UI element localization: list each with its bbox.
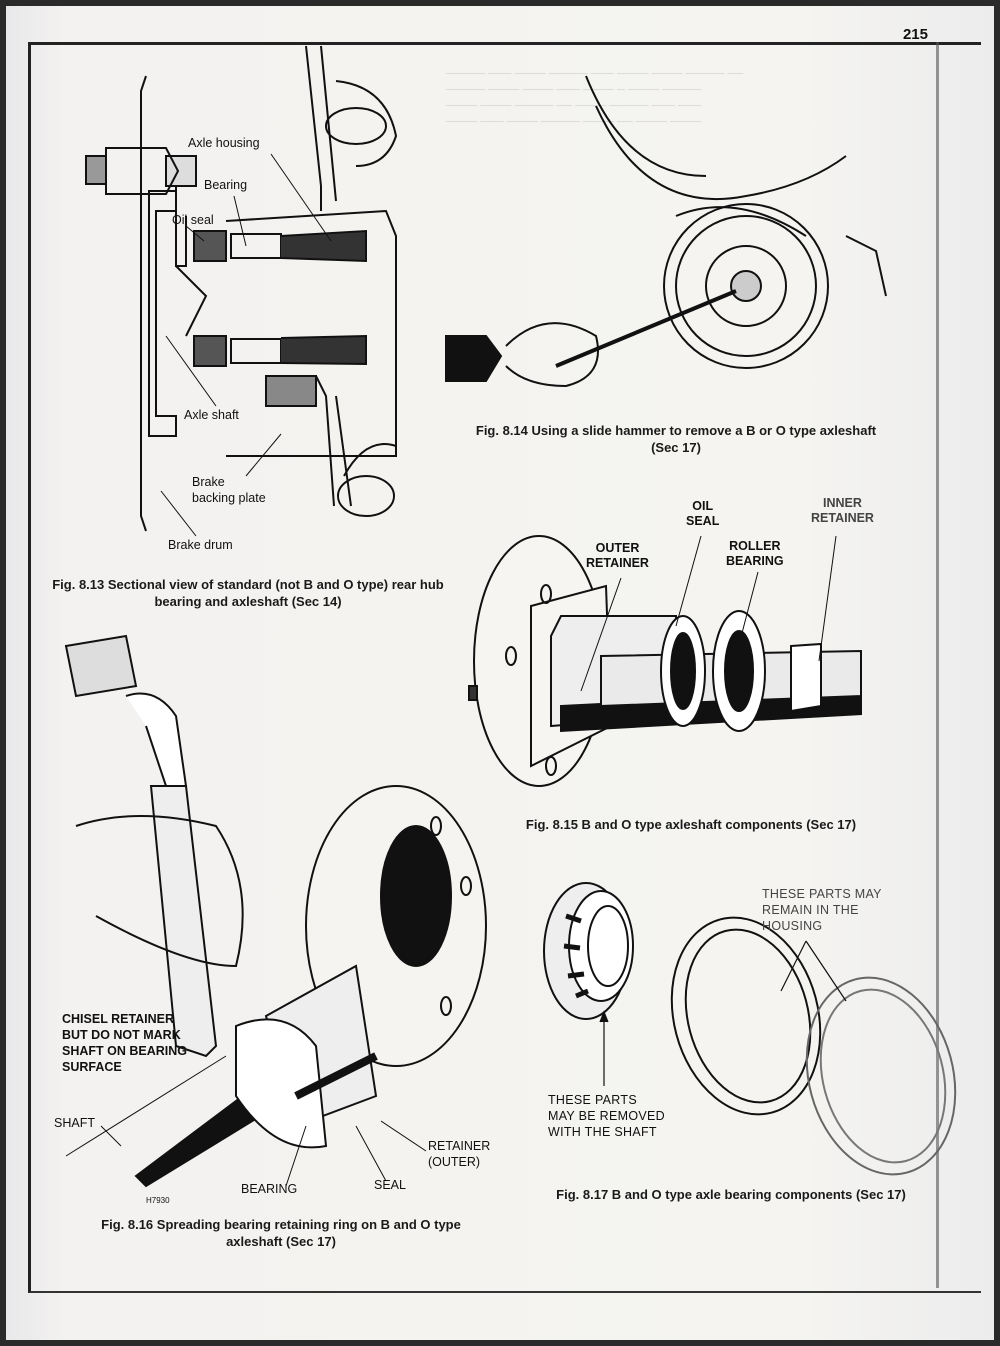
label-shaft: SHAFT	[54, 1116, 95, 1130]
part-number: H7930	[146, 1196, 170, 1205]
label-line: SEAL	[686, 514, 720, 528]
bleed-through-text: ───── ─── ──── ───── ─── ──── ──── ─────…	[446, 68, 744, 128]
sectional-hub-drawing	[85, 45, 398, 537]
figure-8-13: Axle housing Bearing Oil seal Axle shaft…	[66, 36, 446, 576]
label-chisel-retainer: CHISEL RETAINER BUT DO NOT MARK SHAFT ON…	[62, 1011, 187, 1075]
label-line: WITH THE SHAFT	[548, 1125, 657, 1139]
label-line: RETAINER	[428, 1139, 491, 1153]
label-brake-backing-plate-line2: backing plate	[192, 491, 266, 505]
label-brake-drum: Brake drum	[168, 538, 233, 552]
label-retainer-outer: RETAINER (OUTER)	[428, 1138, 490, 1170]
caption-fig-8-13: Fig. 8.13 Sectional view of standard (no…	[28, 576, 468, 610]
manual-page: 215 ───── ─── ──── ───── ─── ──── ──── ─…	[6, 6, 994, 1340]
caption-fig-8-15: Fig. 8.15 B and O type axleshaft compone…	[525, 817, 857, 832]
label-line: SHAFT ON BEARING	[62, 1044, 187, 1058]
page-frame	[28, 42, 981, 1293]
label-line: THESE PARTS MAY	[762, 887, 882, 901]
label-roller-bearing: ROLLER BEARING	[726, 539, 784, 569]
caption-fig-8-14: Fig. 8.14 Using a slide hammer to remove…	[446, 422, 906, 456]
axle-bearing-components-drawing	[543, 882, 957, 1176]
figure-8-17: THESE PARTS MAY BE REMOVED WITH THE SHAF…	[526, 876, 957, 1176]
label-line: OUTER	[595, 541, 640, 555]
label-parts-removed: THESE PARTS MAY BE REMOVED WITH THE SHAF…	[548, 1092, 665, 1140]
label-line: MAY BE REMOVED	[548, 1109, 665, 1123]
label-axle-housing: Axle housing	[188, 136, 260, 150]
label-line: SURFACE	[62, 1060, 122, 1074]
figure-8-15: OUTER RETAINER OIL SEAL ROLLER BEARING I…	[461, 486, 921, 816]
caption-line: axleshaft (Sec 17)	[226, 1234, 336, 1249]
caption-line: Fig. 8.13 Sectional view of standard (no…	[52, 577, 444, 592]
caption-line: Fig. 8.14 Using a slide hammer to remove…	[475, 423, 877, 438]
label-inner-retainer: INNER RETAINER	[811, 496, 874, 526]
label-line: INNER	[823, 496, 862, 510]
label-line: THESE PARTS	[548, 1093, 637, 1107]
label-line: (OUTER)	[428, 1155, 481, 1169]
label-bearing: BEARING	[241, 1182, 298, 1196]
page-gutter-line	[936, 42, 939, 1288]
label-parts-remain: THESE PARTS MAY REMAIN IN THE HOUSING	[762, 886, 882, 934]
label-line: BUT DO NOT MARK	[62, 1028, 181, 1042]
label-brake-backing-plate-line1: Brake	[192, 475, 225, 489]
caption-fig-8-16: Fig. 8.16 Spreading bearing retaining ri…	[66, 1216, 496, 1250]
caption-line: (Sec 17)	[651, 440, 701, 455]
label-axle-shaft: Axle shaft	[184, 408, 239, 422]
label-oil-seal: Oil seal	[172, 213, 214, 227]
label-line: ROLLER	[729, 539, 781, 553]
figure-8-16: CHISEL RETAINER BUT DO NOT MARK SHAFT ON…	[36, 626, 516, 1206]
caption-fig-8-17: Fig. 8.17 B and O type axle bearing comp…	[556, 1187, 906, 1202]
slide-hammer-drawing	[445, 75, 887, 388]
label-line: OIL	[692, 499, 714, 513]
figure-8-14	[445, 36, 916, 416]
label-line: RETAINER	[811, 511, 874, 525]
label-oil-seal: OIL SEAL	[686, 499, 719, 529]
chisel-retaining-ring-drawing	[64, 634, 487, 1188]
label-bearing: Bearing	[204, 178, 248, 192]
label-line: HOUSING	[762, 919, 823, 933]
label-seal: SEAL	[374, 1178, 406, 1192]
label-line: REMAIN IN THE	[762, 903, 859, 917]
axleshaft-components-drawing	[468, 535, 862, 787]
caption-line: Fig. 8.16 Spreading bearing retaining ri…	[101, 1217, 461, 1232]
label-outer-retainer: OUTER RETAINER	[586, 541, 649, 571]
label-line: RETAINER	[586, 556, 649, 570]
label-line: BEARING	[726, 554, 784, 568]
label-line: CHISEL RETAINER	[62, 1012, 175, 1026]
page-number: 215	[902, 26, 928, 43]
caption-line: bearing and axleshaft (Sec 14)	[154, 594, 342, 609]
